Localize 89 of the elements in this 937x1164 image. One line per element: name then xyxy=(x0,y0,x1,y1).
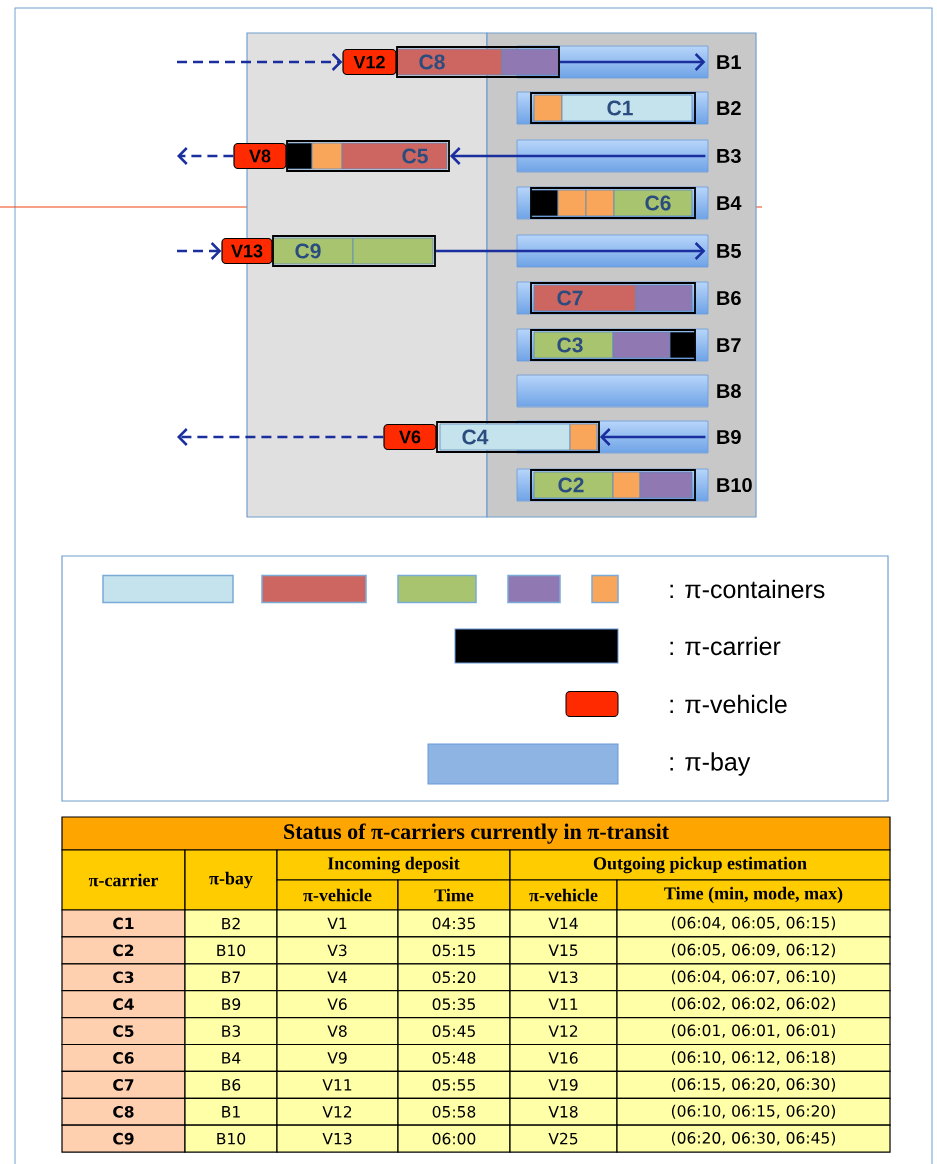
table-cell: B10 xyxy=(184,1124,278,1153)
node-label: B9 xyxy=(717,429,741,445)
node-label: B5 xyxy=(717,244,741,258)
table-cell: V25 xyxy=(509,1124,618,1153)
carrier: C4 xyxy=(436,421,600,453)
table-title: Status of π-carriers currently in π-transit xyxy=(61,816,891,851)
node-label: B4 xyxy=(717,196,742,210)
carrier: C8 xyxy=(396,46,560,78)
table-cell: C8 xyxy=(61,1097,186,1126)
node-label: B7 xyxy=(717,338,741,352)
carrier: C2 xyxy=(530,469,696,501)
bay: B3 xyxy=(516,139,741,173)
arrow xyxy=(177,147,234,165)
legend-text: : π-containers xyxy=(670,579,825,599)
table-cell: C1 xyxy=(61,909,186,938)
table-cell: V9 xyxy=(276,1043,399,1072)
arrow xyxy=(177,428,384,446)
table-cell: V12 xyxy=(509,1017,618,1046)
bay: B5 xyxy=(516,234,741,268)
carrier: C1 xyxy=(530,92,696,124)
carrier: C3 xyxy=(530,329,696,361)
table-cell: B1 xyxy=(184,1097,278,1126)
table-cell: B6 xyxy=(184,1070,278,1099)
carrier: C7 xyxy=(530,282,696,314)
table-cell: 06:00 xyxy=(397,1124,511,1153)
table-cell: B10 xyxy=(184,936,278,965)
vehicle-tag: V8 xyxy=(233,142,287,170)
table-cell: V8 xyxy=(276,1017,399,1046)
table-cell: V12 xyxy=(276,1097,399,1126)
table-header: Time xyxy=(397,879,511,911)
arrow xyxy=(177,242,222,260)
table-cell: C2 xyxy=(61,936,186,965)
table-cell: C5 xyxy=(61,1017,186,1046)
vehicle-tag: V6 xyxy=(383,423,437,451)
table-cell: 04:35 xyxy=(397,909,511,938)
carrier: C9 xyxy=(272,235,436,267)
table-cell: B4 xyxy=(184,1043,278,1072)
table-cell: V19 xyxy=(509,1070,618,1099)
table-cell: V14 xyxy=(509,909,618,938)
arrow xyxy=(559,53,706,71)
arrow xyxy=(177,53,343,71)
table-cell: 05:15 xyxy=(397,936,511,965)
table-cell: V6 xyxy=(276,990,399,1019)
node-label: B2 xyxy=(717,101,741,115)
arrow xyxy=(449,147,706,165)
table-cell: V4 xyxy=(276,963,399,992)
vehicle-tag: V13 xyxy=(221,237,273,265)
table-cell: V1 xyxy=(276,909,399,938)
table-cell: C3 xyxy=(61,963,186,992)
table-cell: 05:48 xyxy=(397,1043,511,1072)
table-cell: B2 xyxy=(184,909,278,938)
table-cell: V13 xyxy=(276,1124,399,1153)
table-header: π-carrier xyxy=(61,849,186,911)
table-cell: V13 xyxy=(509,963,618,992)
table-cell: C9 xyxy=(61,1124,186,1153)
table-cell: B9 xyxy=(184,990,278,1019)
table-cell: 05:45 xyxy=(397,1017,511,1046)
node-label: B10 xyxy=(717,477,752,493)
table-cell: 05:58 xyxy=(397,1097,511,1126)
table-header: π-bay xyxy=(184,849,278,911)
node-label: B3 xyxy=(717,148,741,164)
table-cell: C4 xyxy=(61,990,186,1019)
arrow xyxy=(599,428,706,446)
table-cell: 05:20 xyxy=(397,963,511,992)
table-cell: V16 xyxy=(509,1043,618,1072)
table-header: π-vehicle xyxy=(509,879,618,911)
table-header: π-vehicle xyxy=(276,879,399,911)
table-cell: V11 xyxy=(276,1070,399,1099)
legend-text: : π-bay xyxy=(670,752,751,776)
carrier: C5 xyxy=(286,140,450,172)
table-cell: C7 xyxy=(61,1070,186,1099)
legend-text: : π-vehicle xyxy=(670,694,787,714)
table-cell: B3 xyxy=(184,1017,278,1046)
table-cell: V3 xyxy=(276,936,399,965)
table-cell: C6 xyxy=(61,1043,186,1072)
bay: B8 xyxy=(516,374,741,408)
table-cell: V18 xyxy=(509,1097,618,1126)
vehicle-tag: V12 xyxy=(342,48,397,76)
table-cell: V15 xyxy=(509,936,618,965)
table-cell: 05:55 xyxy=(397,1070,511,1099)
legend-text: : π-carrier xyxy=(670,636,781,656)
carrier: C6 xyxy=(530,187,696,219)
table-cell: V11 xyxy=(509,990,618,1019)
node-label: B8 xyxy=(717,383,741,399)
node-label: B1 xyxy=(717,55,741,69)
table-cell: B7 xyxy=(184,963,278,992)
node-label: B6 xyxy=(717,290,741,306)
arrow xyxy=(435,242,706,260)
table-cell: 05:35 xyxy=(397,990,511,1019)
